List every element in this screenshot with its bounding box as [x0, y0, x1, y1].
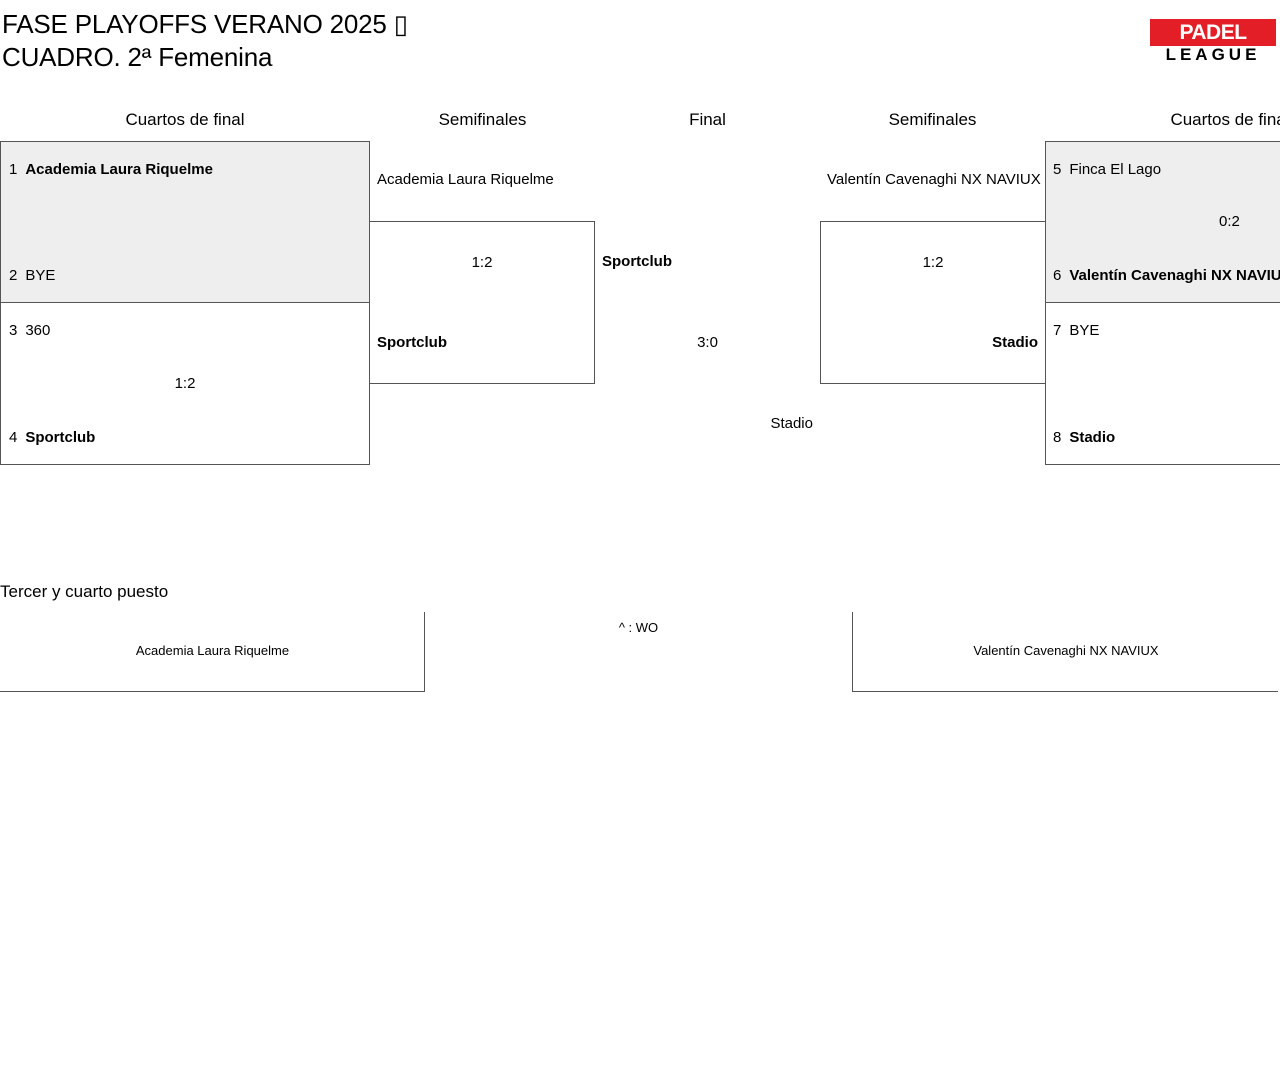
heading-left-semis: Semifinales: [438, 110, 527, 129]
team-name: Finca El Lago: [1069, 161, 1162, 178]
team-row: 6 Valentín Cavenaghi NX NAVIUX: [1053, 266, 1280, 286]
seed-number: 8: [1053, 429, 1062, 446]
team-row: 4 Sportclub: [9, 428, 95, 448]
page-title: FASE PLAYOFFS VERANO 2025 ▯ CUADRO. 2ª F…: [2, 8, 408, 74]
seed-number: 5: [1053, 161, 1062, 178]
third-place-team-1-slot[interactable]: Academia Laura Riquelme: [0, 612, 425, 692]
right-semi-team-2: Stadio: [992, 334, 1038, 351]
third-place-team-2-slot[interactable]: Valentín Cavenaghi NX NAVIUX: [852, 612, 1278, 692]
match-score: 1:2: [174, 375, 196, 392]
match-score: 0:2: [1219, 213, 1240, 230]
right-quarter-match-1[interactable]: 5 Finca El Lago 0:2 6 Valentín Cavenaghi N…: [1045, 141, 1280, 303]
seed-number: 2: [9, 267, 18, 284]
seed-number: 1: [9, 161, 18, 178]
final-team-1: Sportclub: [602, 253, 672, 270]
left-semi-match[interactable]: 1:2 Sportclub: [369, 221, 595, 384]
right-semi-team-1: Valentín Cavenaghi NX NAVIUX: [827, 171, 1041, 188]
page-title-line2: CUADRO. 2ª Femenina: [2, 42, 273, 72]
heading-final: Final: [689, 110, 726, 129]
seed-number: 4: [9, 429, 18, 446]
logo-top-text: PADEL TEAM: [1150, 19, 1276, 71]
heading-right-quarters: Cuartos de final: [1170, 110, 1280, 129]
logo-bottom-text: LEAGUE: [1165, 45, 1261, 64]
team-row: 8 Stadio: [1053, 428, 1115, 448]
team-row: 2 BYE: [9, 266, 55, 286]
team-row: 5 Finca El Lago: [1053, 160, 1161, 180]
left-quarter-match-1[interactable]: 1 Academia Laura Riquelme 2 BYE: [0, 141, 370, 303]
seed-number: 3: [9, 322, 18, 339]
seed-number: 6: [1053, 267, 1062, 284]
heading-left-quarters: Cuartos de final: [125, 110, 245, 129]
team-name: Academia Laura Riquelme: [25, 161, 213, 178]
team-name: Stadio: [1069, 429, 1116, 446]
left-semi-team-2: Sportclub: [377, 334, 447, 351]
team-name: Valentín Cavenaghi NX NAVIUX: [1069, 267, 1280, 284]
final-score: 3:0: [697, 334, 718, 351]
walkover-note: ^ : WO: [618, 620, 659, 635]
heading-right-semis: Semifinales: [888, 110, 977, 129]
right-semi-match[interactable]: 1:2 Stadio: [820, 221, 1046, 384]
team-row: 7 BYE: [1053, 321, 1099, 341]
left-semi-team-1: Academia Laura Riquelme: [377, 171, 554, 188]
team-row: 1 Academia Laura Riquelme: [9, 160, 213, 180]
match-score: 1:2: [471, 254, 493, 271]
third-place-team-2: Valentín Cavenaghi NX NAVIUX: [973, 643, 1159, 658]
third-place-heading: Tercer y cuarto puesto: [0, 582, 169, 601]
team-name: BYE: [1069, 322, 1100, 339]
team-name: BYE: [25, 267, 56, 284]
left-quarter-match-2[interactable]: 3 360 1:2 4 Sportclub: [0, 302, 370, 465]
seed-number: 7: [1053, 322, 1062, 339]
team-row: 3 360: [9, 321, 50, 341]
team-name: 360: [25, 322, 51, 339]
padel-team-league-logo: PADEL TEAM LEAGUE: [1150, 19, 1276, 71]
right-quarter-match-2[interactable]: 7 BYE 8 Stadio: [1045, 302, 1280, 465]
final-team-2: Stadio: [770, 415, 813, 432]
page-title-line1: FASE PLAYOFFS VERANO 2025 ▯: [2, 9, 408, 39]
team-name: Sportclub: [25, 429, 96, 446]
match-score: 1:2: [922, 254, 944, 271]
third-place-team-1: Academia Laura Riquelme: [135, 643, 290, 658]
